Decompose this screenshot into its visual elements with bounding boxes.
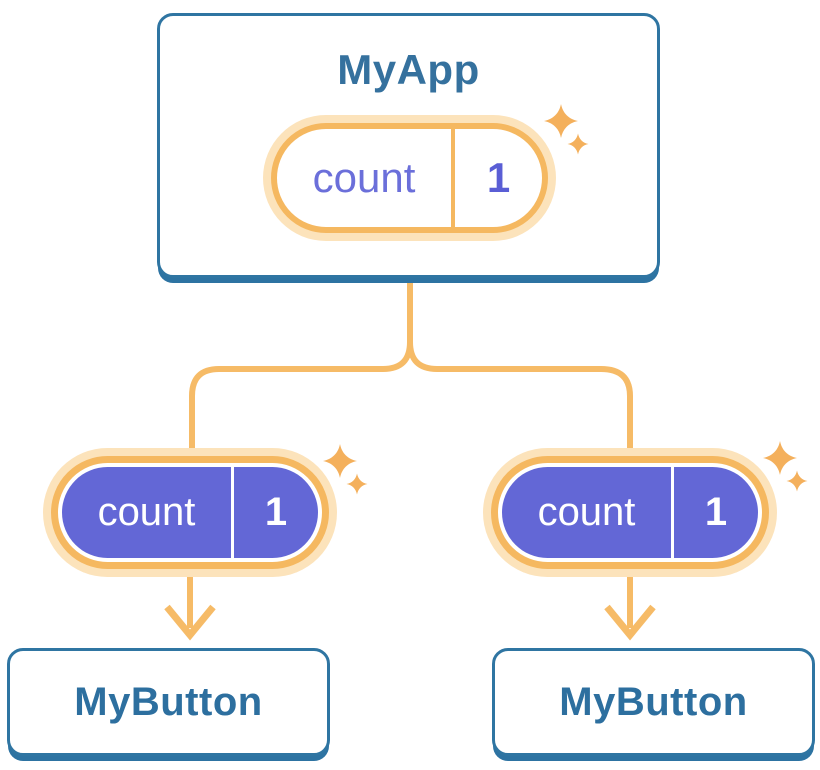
pill-divider [451, 129, 455, 227]
state-pill-fill: count 1 [502, 467, 758, 558]
state-label: count [537, 490, 636, 534]
component-title: MyApp [337, 46, 480, 93]
sparkle-icon [763, 441, 808, 492]
state-label: count [97, 490, 196, 534]
pill-divider [231, 467, 234, 558]
sparkle-icon [544, 104, 589, 155]
state-pill-root: count 1 [271, 123, 548, 233]
pill-divider [671, 467, 674, 558]
component-title: MyButton [74, 679, 263, 724]
branch-line-right [407, 283, 633, 452]
branch-lines [189, 283, 633, 452]
state-value: 1 [704, 490, 728, 534]
branch-line-left [189, 283, 413, 452]
component-title: MyButton [559, 679, 748, 724]
sparkle-icon [323, 444, 368, 495]
mybutton-card-right: MyButton [492, 648, 815, 756]
state-pill-left: count 1 [51, 456, 329, 569]
state-pill-right: count 1 [491, 456, 769, 569]
state-label: count [312, 154, 416, 201]
arrow-head-left [164, 604, 216, 641]
mybutton-card-left: MyButton [7, 648, 330, 756]
arrow-down-icon [164, 577, 216, 641]
state-pill-fill: count 1 [62, 467, 318, 558]
state-value: 1 [264, 490, 288, 534]
arrow-head-right [604, 604, 656, 641]
state-value: 1 [486, 154, 511, 201]
arrow-down-icon [604, 577, 656, 641]
